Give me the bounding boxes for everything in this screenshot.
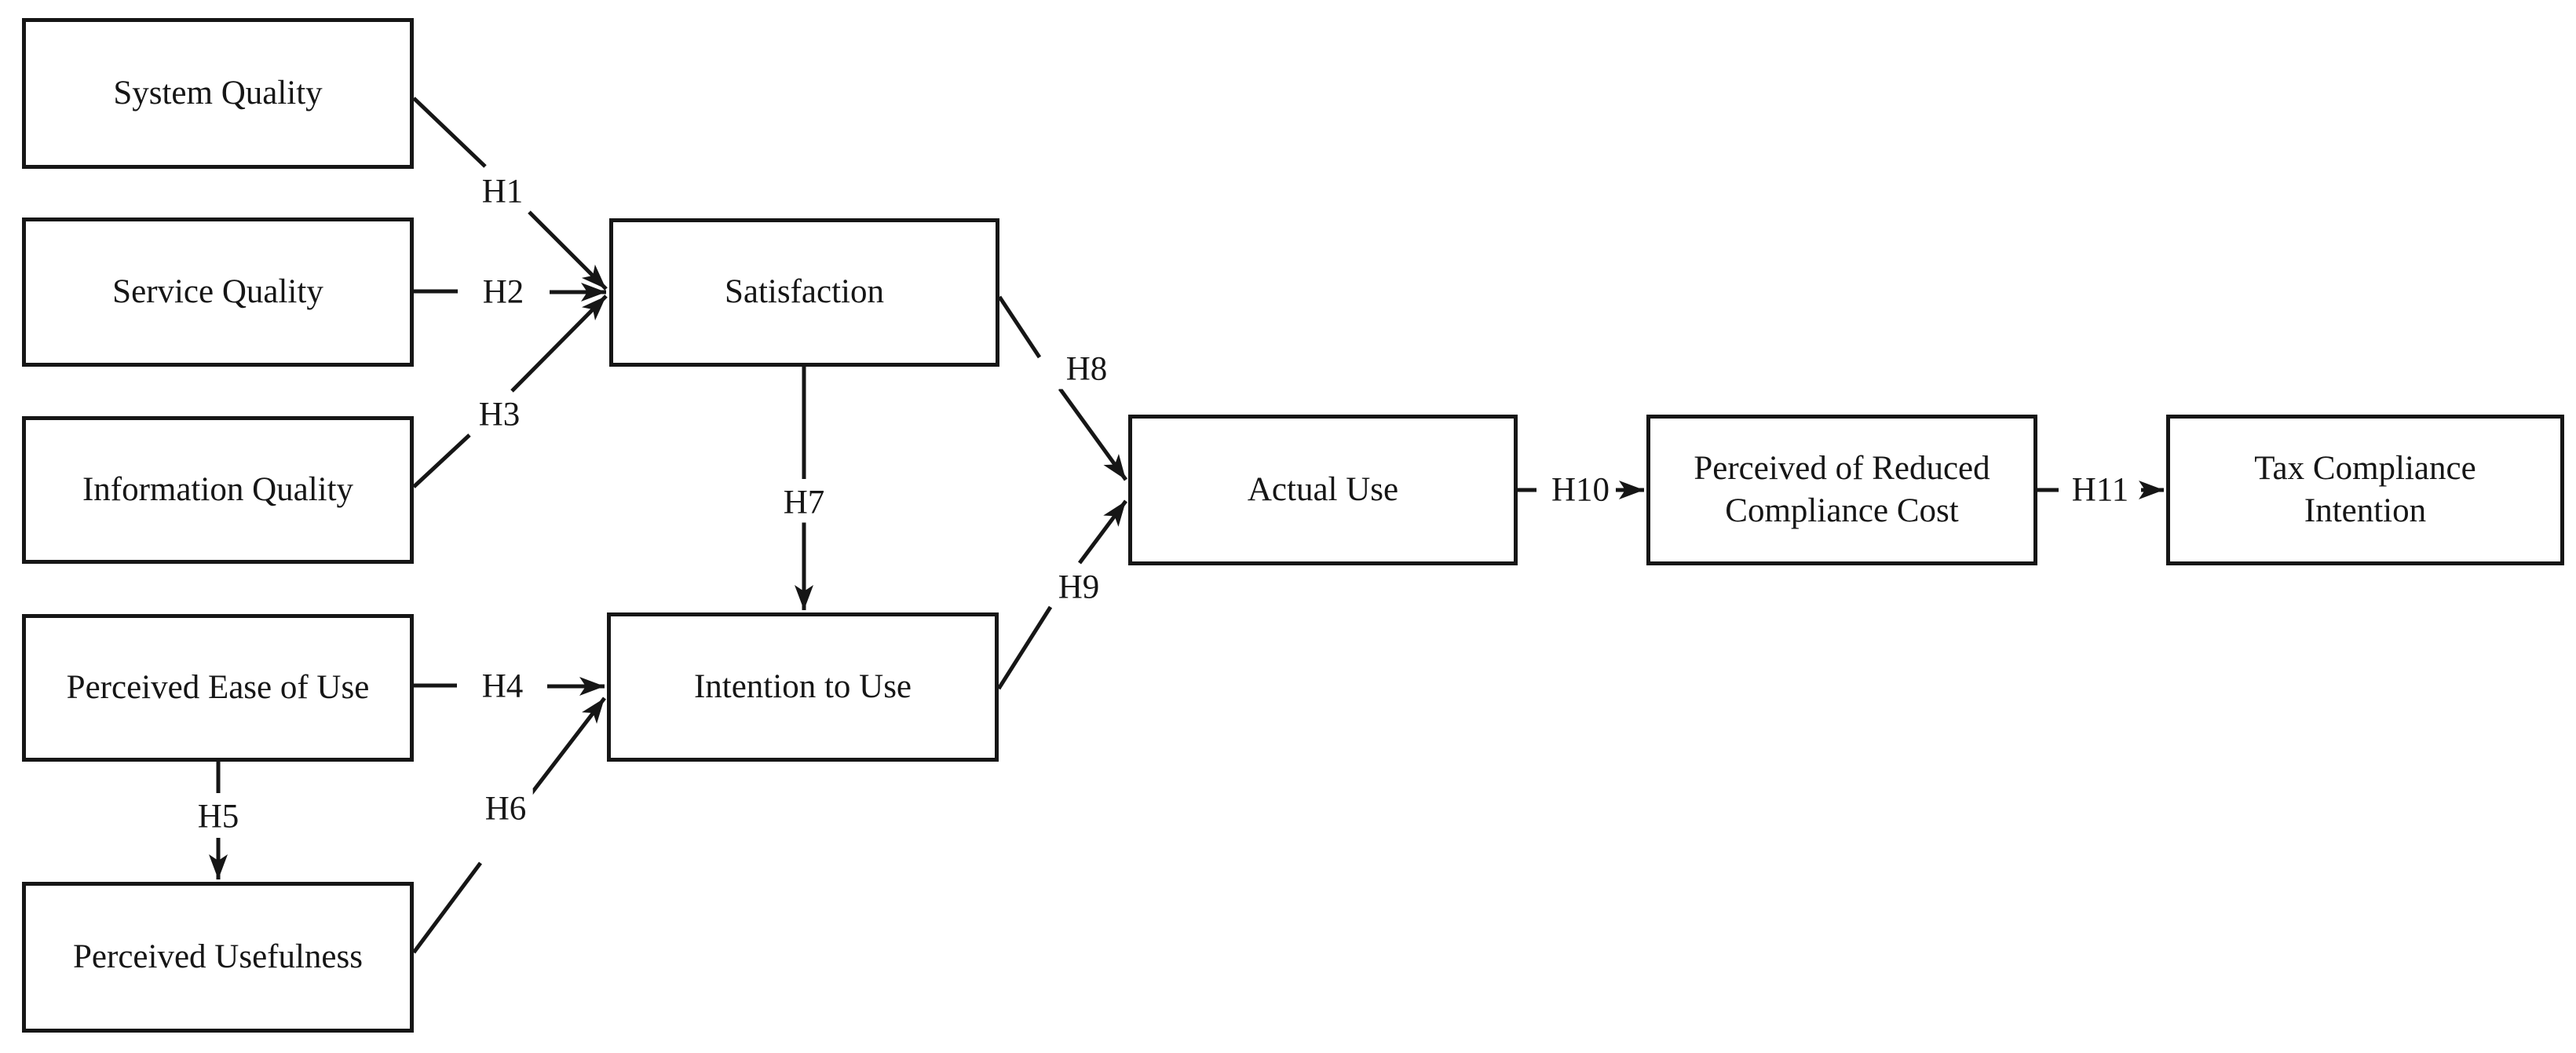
edge-h9-segment-a: [996, 605, 1053, 690]
node-perceived-usefulness-label: Perceived Usefulness: [73, 938, 363, 975]
edge-h3-segment-b: [510, 294, 608, 393]
node-intention-to-use: Intention to Use: [607, 612, 999, 762]
edge-label-h1: H1: [475, 171, 530, 212]
edge-h8-segment-a: [997, 295, 1042, 359]
edge-h3-segment-a: [412, 433, 471, 488]
node-intention-to-use-label: Intention to Use: [693, 667, 912, 705]
edge-label-h7: H7: [776, 482, 831, 523]
node-satisfaction-label: Satisfaction: [724, 273, 884, 311]
node-perceived-ease-of-use: Perceived Ease of Use: [22, 614, 414, 762]
node-actual-use-label: Actual Use: [1247, 470, 1399, 508]
node-tax-compliance-intention: Tax Compliance Intention: [2166, 415, 2564, 565]
node-actual-use: Actual Use: [1128, 415, 1518, 565]
edge-label-h10: H10: [1544, 470, 1617, 510]
edge-label-h8: H8: [1059, 349, 1114, 389]
edge-h6-segment-b: [523, 697, 606, 804]
edge-h1-segment-b: [528, 210, 608, 291]
node-perceived-reduced-compliance-cost-label: Perceived of Reduced Compliance Cost: [1694, 449, 1990, 529]
edge-h6-segment-a: [411, 861, 483, 954]
edge-label-h11: H11: [2065, 470, 2136, 510]
edge-h9-segment-b: [1077, 499, 1128, 565]
node-information-quality: Information Quality: [22, 416, 414, 564]
node-system-quality-label: System Quality: [113, 74, 323, 112]
edge-label-h9: H9: [1051, 567, 1106, 608]
node-system-quality: System Quality: [22, 18, 414, 169]
edge-label-h2: H2: [476, 272, 531, 313]
node-satisfaction: Satisfaction: [609, 218, 999, 367]
edge-label-h5: H5: [191, 796, 246, 837]
node-information-quality-label: Information Quality: [82, 470, 354, 508]
edge-label-h4: H4: [475, 666, 530, 707]
node-perceived-ease-of-use-label: Perceived Ease of Use: [66, 668, 370, 706]
node-service-quality: Service Quality: [22, 218, 414, 367]
node-perceived-reduced-compliance-cost: Perceived of Reduced Compliance Cost: [1646, 415, 2037, 565]
node-service-quality-label: Service Quality: [112, 272, 323, 310]
node-tax-compliance-intention-label: Tax Compliance Intention: [2254, 449, 2476, 529]
node-perceived-usefulness: Perceived Usefulness: [22, 882, 414, 1033]
edge-label-h6: H6: [478, 788, 533, 829]
edge-label-h3: H3: [472, 394, 527, 435]
edge-h8-segment-b: [1058, 387, 1128, 481]
edge-h1-segment-a: [412, 97, 487, 168]
